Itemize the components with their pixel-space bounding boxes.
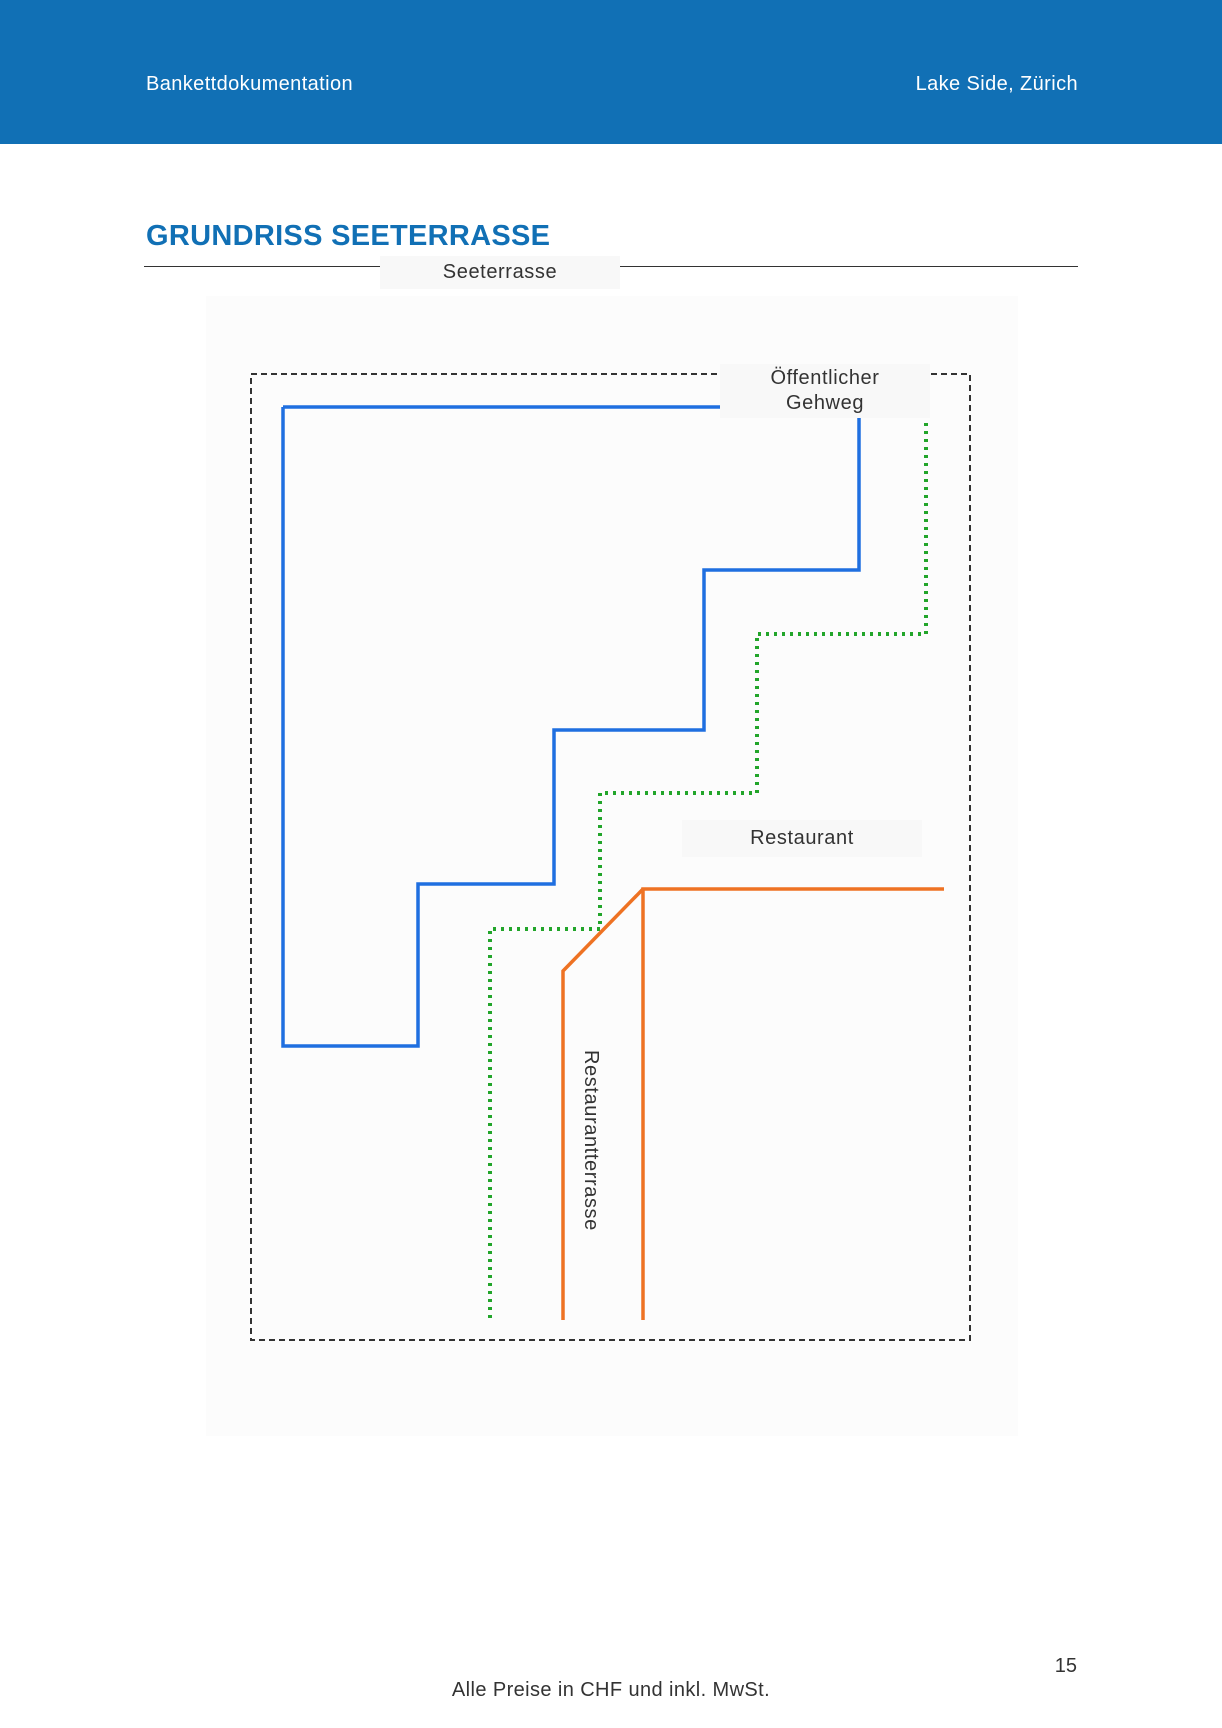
site-boundary	[250, 373, 971, 1341]
venue-name: Lake Side, Zürich	[915, 73, 1078, 95]
label-oeffentlicher-gehweg: Öffentlicher Gehweg	[720, 364, 930, 418]
header-band: Bankettdokumentation Lake Side, Zürich	[0, 0, 1222, 144]
restaurantterrasse-outline	[561, 887, 645, 1320]
label-restaurant: Restaurant	[682, 820, 922, 857]
label-gehweg-line1: Öffentlicher	[770, 367, 880, 389]
document-title: Bankettdokumentation	[146, 73, 354, 95]
floor-plan-drawing	[250, 373, 971, 1341]
gehweg-path	[488, 407, 928, 1320]
restaurant-outline	[641, 887, 944, 1320]
section-title: GRUNDRISS SEETERRASSE	[146, 220, 551, 252]
label-gehweg-line2: Gehweg	[785, 392, 865, 414]
footer-note: Alle Preise in CHF und inkl. MwSt.	[451, 1679, 771, 1701]
label-restaurantterrasse: Restaurantterrasse	[580, 1050, 602, 1231]
floor-plan	[206, 296, 1018, 1436]
label-seeterrasse: Seeterrasse	[380, 256, 620, 289]
seeterrasse-outline	[281, 405, 861, 1048]
page-number: 15	[1054, 1655, 1077, 1677]
